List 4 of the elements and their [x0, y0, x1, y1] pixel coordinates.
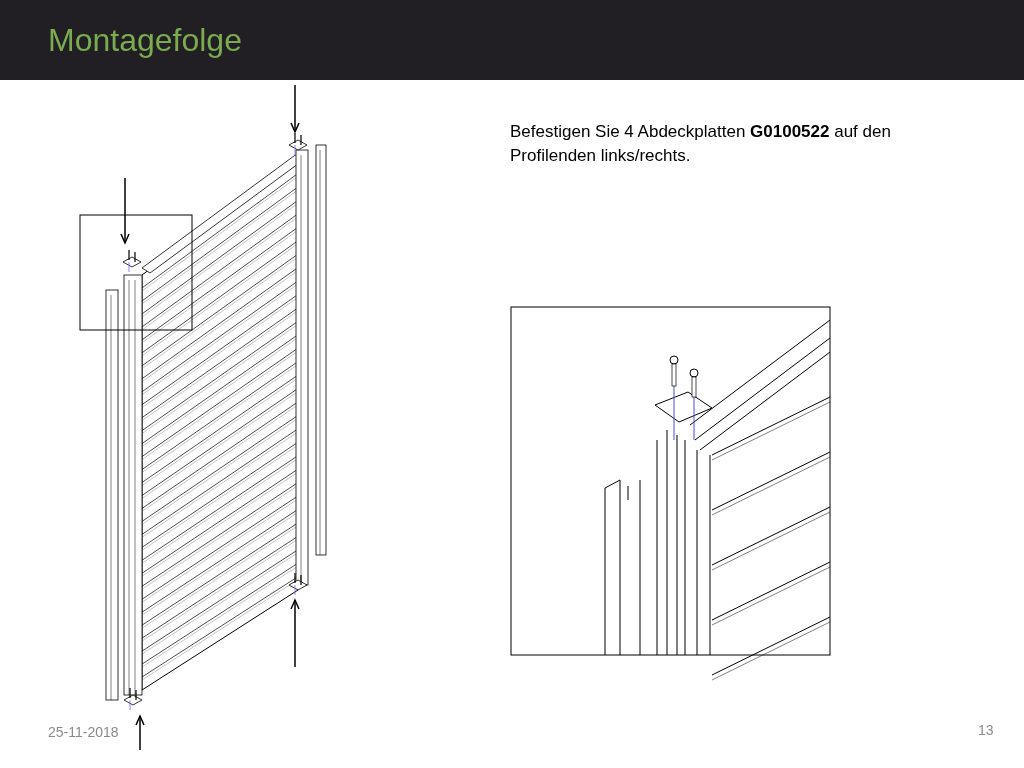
- instruction-text: Befestigen Sie 4 Abdeckplatten G0100522 auf den Profilenden links/rechts.: [510, 121, 892, 167]
- page-number: 13: [978, 721, 994, 740]
- date: 25-11-2018: [48, 723, 119, 742]
- slide-title: Montagefolge: [48, 24, 242, 56]
